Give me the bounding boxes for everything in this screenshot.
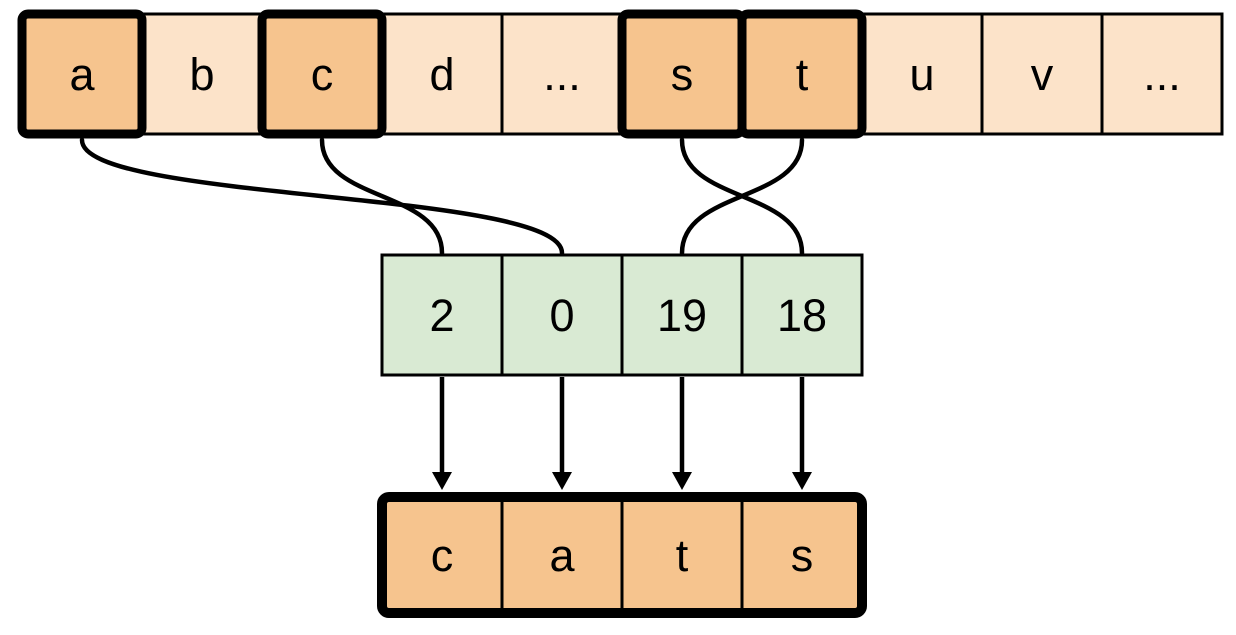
index-label-19: 19 — [657, 290, 707, 341]
alphabet-cell-c-highlighted — [257, 9, 387, 139]
output-label-t: t — [676, 530, 689, 581]
alphabet-cell-v — [980, 12, 1104, 136]
arrowhead-0-to-a — [552, 472, 572, 490]
index-label-2: 2 — [429, 290, 454, 341]
index-label-0: 0 — [549, 290, 574, 341]
alphabet-cell-t-highlighted — [737, 9, 867, 139]
curve-connector-a-to-0 — [79, 137, 565, 256]
alphabet-label-s: s — [671, 49, 694, 100]
arrowhead-18-to-s — [792, 472, 812, 490]
index-cell-0 — [500, 253, 624, 377]
output-row-outline — [377, 492, 867, 618]
alphabet-label-t: t — [796, 49, 809, 100]
curve-connector-t-to-19 — [679, 137, 805, 256]
index-row: 2 0 19 18 — [380, 253, 864, 377]
output-label-c: c — [431, 530, 454, 581]
alphabet-cell-d — [380, 12, 504, 136]
alphabet-label-c: c — [311, 49, 334, 100]
alphabet-label-a: a — [69, 49, 95, 100]
output-cell-s — [740, 495, 864, 615]
output-row: c a t s — [377, 492, 867, 618]
index-to-output-arrows — [432, 377, 812, 490]
alphabet-cell-ellipsis-1 — [500, 12, 624, 136]
index-cell-2 — [380, 253, 504, 377]
letter-to-index-connectors — [79, 137, 805, 256]
arrowhead-2-to-c — [432, 472, 452, 490]
output-cell-t — [620, 495, 744, 615]
alphabet-row: a b c d ... s t u v ... — [17, 9, 1224, 139]
alphabet-cell-a-highlighted — [17, 9, 147, 139]
alphabet-label-ellipsis-1: ... — [543, 49, 581, 100]
output-label-s: s — [791, 530, 814, 581]
output-label-a: a — [549, 530, 575, 581]
index-label-18: 18 — [777, 290, 827, 341]
output-cell-a — [500, 495, 624, 615]
alphabet-label-v: v — [1031, 49, 1054, 100]
alphabet-cell-ellipsis-2 — [1100, 12, 1224, 136]
alphabet-label-ellipsis-2: ... — [1143, 49, 1181, 100]
alphabet-label-b: b — [189, 49, 214, 100]
alphabet-label-u: u — [909, 49, 934, 100]
alphabet-label-d: d — [429, 49, 454, 100]
curve-connector-c-to-2 — [319, 137, 445, 256]
arrowhead-19-to-t — [672, 472, 692, 490]
index-cell-18 — [740, 253, 864, 377]
